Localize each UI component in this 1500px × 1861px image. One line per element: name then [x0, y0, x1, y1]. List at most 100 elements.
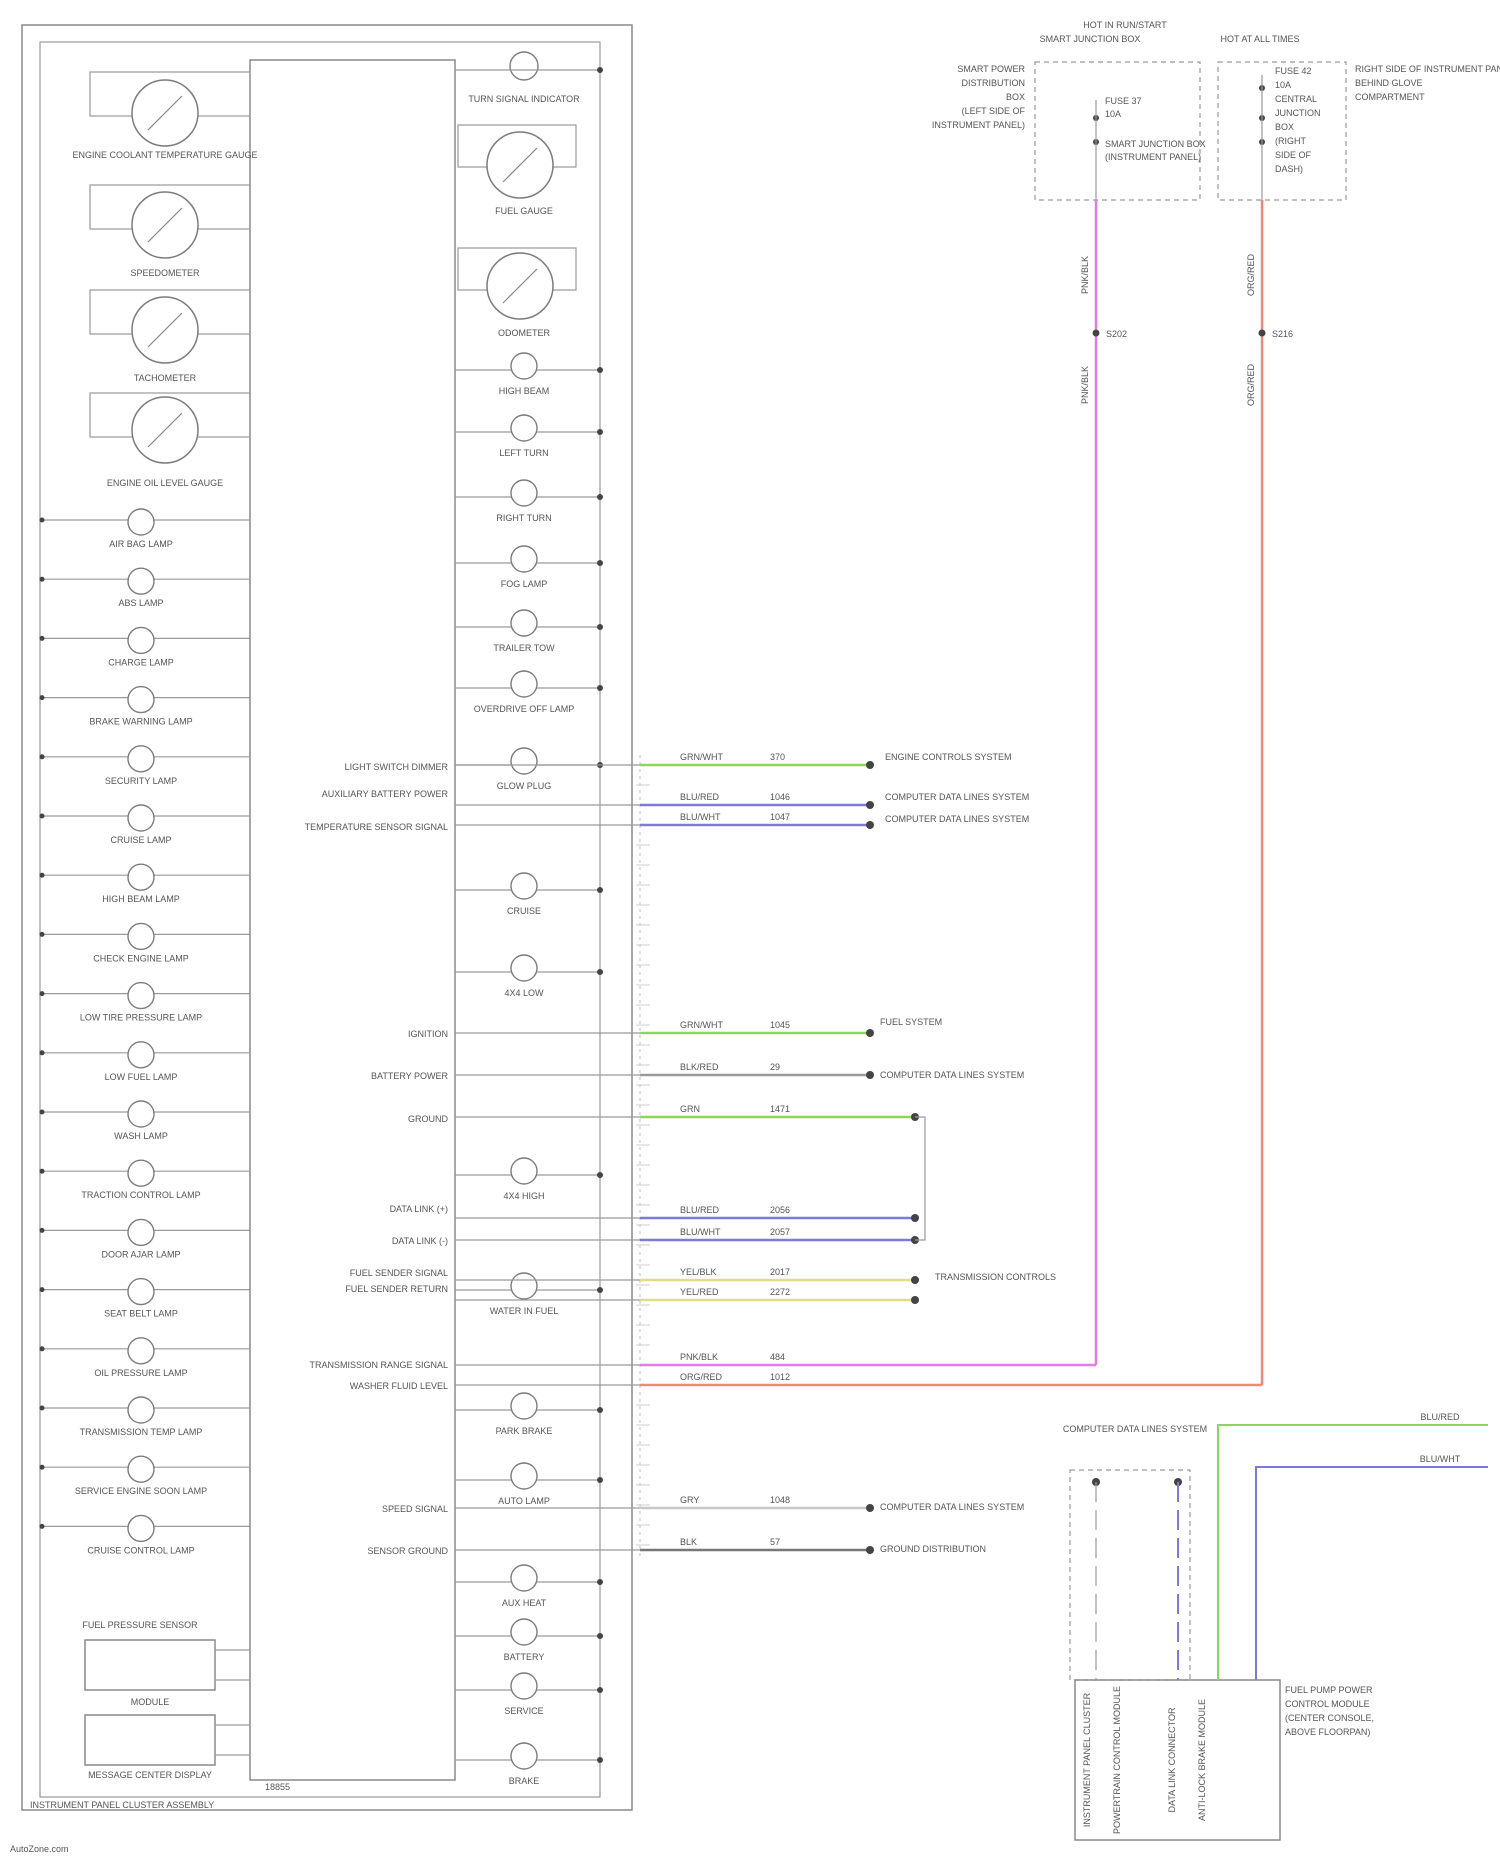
fuse-line: 10A [1275, 80, 1291, 90]
pin-label: FUEL SENDER RETURN [345, 1284, 448, 1294]
side-note-line: (CENTER CONSOLE, [1285, 1713, 1374, 1723]
wire: BLK57 [455, 1537, 874, 1554]
wire-tag: BLU/RED [1420, 1412, 1460, 1422]
wire-color: GRY [680, 1495, 699, 1505]
lamp-label: TURN SIGNAL INDICATOR [468, 94, 580, 104]
fuse-wire-label: PNK/BLK [1080, 366, 1090, 404]
credit-text: AutoZone.com [10, 1844, 69, 1854]
data-lines-label: INSTRUMENT PANEL CLUSTER [1082, 1692, 1092, 1827]
data-lines-bottom-box [1075, 1680, 1280, 1840]
tachometer-gauge: TACHOMETER [90, 290, 250, 383]
splice-label: S216 [1272, 329, 1293, 339]
wire-color: ORG/RED [680, 1372, 723, 1382]
lamp-label: LOW TIRE PRESSURE LAMP [80, 1013, 202, 1023]
fuel-pressure-sensor-label: FUEL PRESSURE SENSOR [82, 1620, 198, 1630]
left-lamp: CHECK ENGINE LAMP [40, 923, 251, 963]
pin-label: GROUND [408, 1114, 448, 1124]
right-lamp: AUX HEAT [455, 1565, 603, 1608]
left-lamp: TRANSMISSION TEMP LAMP [40, 1397, 251, 1437]
lamp-label: CRUISE [507, 906, 541, 916]
fuse-line: (INSTRUMENT PANEL) [1105, 152, 1201, 162]
left-lamp: SEAT BELT LAMP [40, 1279, 251, 1319]
fuse-line: 10A [1105, 109, 1121, 119]
fuse-line: (RIGHT [1275, 136, 1306, 146]
right-lamp: RIGHT TURN [455, 480, 603, 523]
right-lamp: HIGH BEAM [455, 353, 603, 396]
lamp-label: 4X4 HIGH [503, 1191, 544, 1201]
wire-circuit: 29 [770, 1062, 780, 1072]
lamp-label: LOW FUEL LAMP [105, 1072, 178, 1082]
lamp-label: RIGHT TURN [496, 513, 551, 523]
wire: BLK/RED29 [455, 1062, 874, 1079]
splice-label: S202 [1106, 329, 1127, 339]
gauge-label: ENGINE OIL LEVEL GAUGE [107, 478, 223, 488]
wire-color: BLU/WHT [680, 1227, 721, 1237]
lamp-label: CRUISE LAMP [110, 835, 171, 845]
connector-pin-strip [636, 755, 650, 1560]
right-lamp: BRAKE [455, 1743, 603, 1786]
lamp-label: BRAKE [509, 1776, 540, 1786]
left-lamp: LOW FUEL LAMP [40, 1042, 251, 1082]
wire-circuit: 57 [770, 1537, 780, 1547]
pin-label: SPEED SIGNAL [382, 1504, 448, 1514]
lamp-label: SEAT BELT LAMP [104, 1309, 178, 1319]
gauge-label: SPEEDOMETER [130, 268, 200, 278]
left-lamp: DOOR AJAR LAMP [40, 1219, 251, 1259]
data-lines-box [1070, 1470, 1190, 1680]
left-lamp: CRUISE CONTROL LAMP [40, 1515, 251, 1555]
data-lines-label: DATA LINK CONNECTOR [1167, 1707, 1177, 1813]
data-lines-label: ANTI-LOCK BRAKE MODULE [1197, 1699, 1207, 1821]
pin-label: AUXILIARY BATTERY POWER [322, 789, 449, 799]
fuse-side-line: RIGHT SIDE OF INSTRUMENT PANEL [1355, 64, 1500, 74]
fuse-block-run-start: HOT IN RUN/START SMART JUNCTION BOX FUSE… [932, 20, 1206, 1365]
left-boxes: FUEL PRESSURE SENSOR MODULE MESSAGE CENT… [82, 1620, 250, 1780]
left-lamp: TRACTION CONTROL LAMP [40, 1160, 251, 1200]
right-lamp: 4X4 LOW [455, 955, 603, 998]
fuse-side-line: SMART POWER [957, 64, 1025, 74]
lamp-label: DOOR AJAR LAMP [101, 1249, 180, 1259]
wire-circuit: 1471 [770, 1104, 790, 1114]
fuse-line: JUNCTION [1275, 108, 1321, 118]
message-center-display-box [85, 1715, 215, 1765]
fuse-block-subtitle: SMART JUNCTION BOX [1040, 34, 1141, 44]
lamp-label: OIL PRESSURE LAMP [94, 1368, 187, 1378]
pin-label: LIGHT SWITCH DIMMER [345, 762, 449, 772]
side-note-line: CONTROL MODULE [1285, 1699, 1370, 1709]
fuse-side-line: (LEFT SIDE OF [962, 106, 1026, 116]
fuse-line: SIDE OF [1275, 150, 1312, 160]
wire-circuit: 1048 [770, 1495, 790, 1505]
wire-circuit: 2057 [770, 1227, 790, 1237]
lamp-label: CRUISE CONTROL LAMP [87, 1545, 194, 1555]
lamp-label: SERVICE ENGINE SOON LAMP [75, 1486, 207, 1496]
lamp-label: CHECK ENGINE LAMP [93, 953, 189, 963]
lamp-label: SECURITY LAMP [105, 776, 177, 786]
left-lamp: SERVICE ENGINE SOON LAMP [40, 1456, 251, 1496]
wire-color: BLU/RED [680, 792, 720, 802]
wire-color: BLU/RED [680, 1205, 720, 1215]
side-note-line: FUEL PUMP POWER [1285, 1685, 1373, 1695]
pin-label: DATA LINK (+) [390, 1204, 448, 1214]
wire-color: YEL/BLK [680, 1267, 717, 1277]
footer-code: 18855 [265, 1782, 290, 1792]
wire: BLU/WHT 2057 [455, 1227, 919, 1244]
wire-circuit: 2272 [770, 1287, 790, 1297]
pin-label: TEMPERATURE SENSOR SIGNAL [305, 822, 448, 832]
wire-color: GRN/WHT [680, 752, 723, 762]
destination-label: COMPUTER DATA LINES SYSTEM [880, 1502, 1024, 1512]
right-lamp: BATTERY [455, 1619, 603, 1662]
wire-circuit: 370 [770, 752, 785, 762]
left-lamp: SECURITY LAMP [40, 746, 251, 786]
gauge-label: FUEL GAUGE [495, 206, 553, 216]
right-lamp: CRUISE [455, 873, 603, 916]
lamp-label: PARK BRAKE [496, 1426, 553, 1436]
cluster-caption: INSTRUMENT PANEL CLUSTER ASSEMBLY [30, 1800, 214, 1810]
fuse-line: SMART JUNCTION BOX [1105, 139, 1206, 149]
lamp-label: GLOW PLUG [497, 781, 552, 791]
fuse-block-all-times: HOT AT ALL TIMES FUSE 42 10A CENTRAL JUN… [1218, 34, 1500, 1385]
right-lamp: OVERDRIVE OFF LAMP [455, 671, 603, 714]
bottom-right-data-lines: COMPUTER DATA LINES SYSTEM INSTRUMENT PA… [1063, 1412, 1488, 1840]
wire: ORG/RED1012 [455, 1372, 1262, 1385]
wire-color: PNK/BLK [680, 1352, 718, 1362]
pin-labels: LIGHT SWITCH DIMMER AUXILIARY BATTERY POW… [305, 762, 449, 1556]
